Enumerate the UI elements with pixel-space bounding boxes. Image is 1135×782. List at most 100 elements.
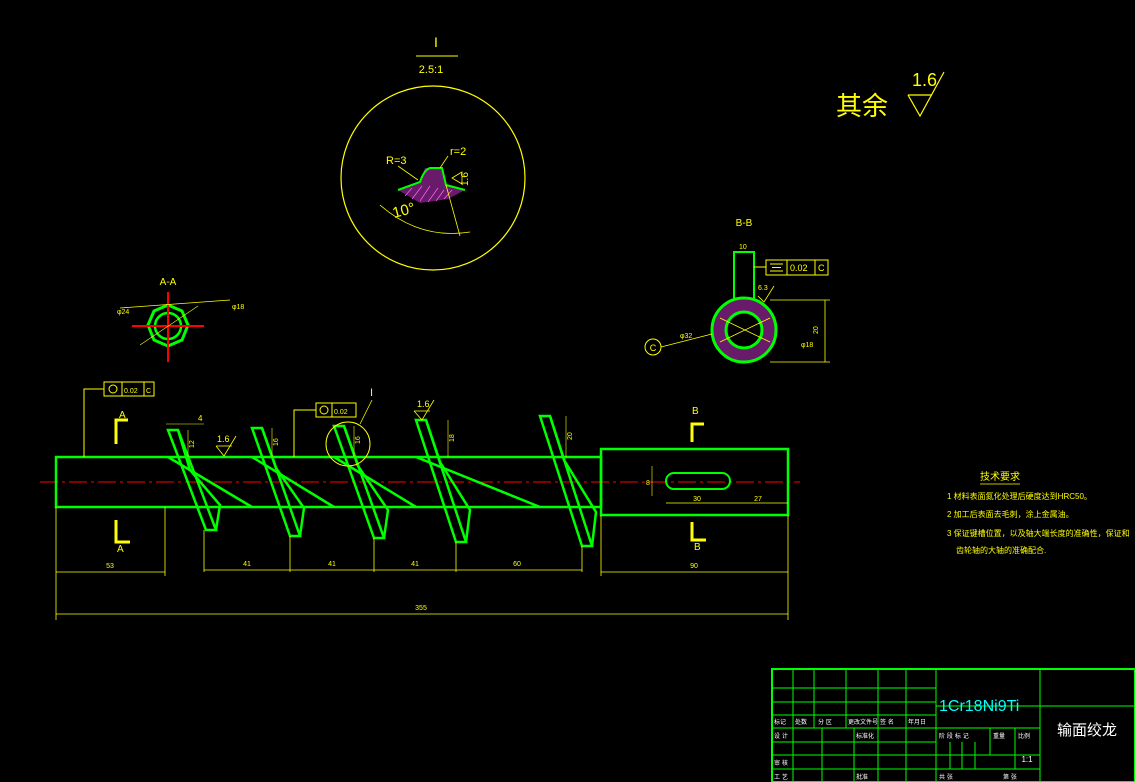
- tb-label-16: 第 张: [1003, 773, 1017, 781]
- leader-r-right: [439, 155, 449, 169]
- section-b-finish: 6.3: [758, 285, 768, 292]
- flight-height-1: 12: [189, 440, 196, 448]
- dim-41-a: 41: [243, 561, 251, 568]
- detail-circle: [340, 85, 526, 271]
- title-block-grid: [772, 669, 1135, 782]
- shaft-tol-left-leader: [83, 388, 104, 457]
- general-finish-prefix: 其余: [836, 91, 888, 121]
- detail-ref-circle: [325, 421, 371, 467]
- flight-height-5: 20: [567, 432, 574, 440]
- flight-thickness: 4: [198, 414, 203, 423]
- detail-label: I: [434, 34, 438, 50]
- tb-label-2: 处数: [795, 718, 807, 726]
- tb-label-11: 比例: [1018, 732, 1030, 740]
- tech-item-4: 齿轮轴的大轴的准确配合.: [956, 545, 1046, 555]
- section-a-a: A-A φ24 φ18: [117, 277, 244, 362]
- title-block-frame: [771, 668, 1135, 782]
- tb-label-10: 重量: [993, 732, 1005, 740]
- datum-c-leader: [660, 333, 713, 348]
- flight-height-2: 16: [273, 438, 280, 446]
- section-b-tol-datum: C: [818, 263, 825, 273]
- title-material: 1Cr18Ni9Ti: [939, 698, 1019, 715]
- flight-height-3: 16: [355, 436, 362, 444]
- section-b-dim-left: φ32: [680, 333, 692, 340]
- section-b-key: [733, 251, 755, 301]
- section-b-finish-symbol: [757, 285, 775, 303]
- datum-c-label: C: [650, 343, 657, 353]
- detail-view-i: I 2.5:1 R=3 r=2 1.6 10°: [340, 34, 526, 271]
- detail-r-left: R=3: [386, 155, 407, 167]
- section-a-dim-line2: [139, 305, 199, 346]
- circularity-icon: [108, 384, 118, 394]
- flight-height-lines: [187, 416, 567, 457]
- symmetry-icon: [770, 263, 783, 272]
- tb-label-3: 分 区: [818, 718, 832, 726]
- dimension-lines: [55, 502, 789, 620]
- title-scale: 1:1: [1021, 755, 1033, 764]
- shaft-main-view: 8 0.02 C 0.02 I A A B B 1.6 1.6: [40, 381, 800, 620]
- detail-ref-leader: [359, 399, 373, 425]
- dim-53: 53: [106, 563, 114, 570]
- tb-label-15: 共 张: [939, 773, 953, 781]
- section-b-inner: [724, 310, 764, 350]
- general-finish: 其余 1.6: [836, 70, 945, 121]
- section-a-dim-line: [119, 299, 231, 309]
- tb-label-12: 审 核: [774, 759, 788, 767]
- detail-angle-line: [445, 184, 461, 237]
- detail-r-right: r=2: [450, 146, 466, 158]
- tb-label-7: 设 计: [774, 732, 788, 740]
- shaft-finish-top-symbol: [413, 399, 435, 421]
- section-b-b: B-B 10 0.02 C 6.3 φ32 φ18 20 C: [644, 218, 830, 364]
- flight-height-4: 18: [449, 434, 456, 442]
- tb-label-6: 年月日: [908, 718, 926, 726]
- section-b-key-width: 10: [739, 244, 747, 251]
- shaft-tol-left-datum: C: [146, 388, 151, 395]
- cut-b-top-arrow: [690, 422, 704, 442]
- section-a-dim-right: φ18: [232, 304, 244, 311]
- leader-r-left: [397, 165, 419, 181]
- dim-60: 60: [513, 561, 521, 568]
- tech-requirements: 技术要求 1 材料表面氮化处理后硬度达到HRC50。 2 加工后表面去毛刺，涂上…: [947, 470, 1130, 555]
- tb-label-9: 阶 段 标 记: [939, 732, 969, 740]
- tech-item-3: 3 保证键槽位置，以及轴大端长度的准确性，保证和: [947, 528, 1130, 538]
- cut-a-bottom-arrow: [114, 520, 130, 544]
- cut-b-bottom: B: [694, 542, 701, 553]
- general-finish-value: 1.6: [912, 70, 937, 90]
- cut-a-bottom: A: [117, 544, 124, 555]
- section-a-label: A-A: [160, 277, 177, 288]
- dim-355: 355: [415, 605, 427, 612]
- tb-label-13: 工 艺: [774, 773, 788, 781]
- detail-finish-symbol: [451, 171, 463, 185]
- detail-profile: [397, 167, 466, 191]
- title-block: 1Cr18Ni9Ti 输面绞龙 1:1 标记 处数 分 区 更改文件号 签 名 …: [771, 668, 1135, 782]
- tech-title: 技术要求: [980, 470, 1020, 483]
- shaft-tol-mid-leader: [293, 409, 316, 457]
- dim-41-b: 41: [328, 561, 336, 568]
- detail-hatch-lines: [404, 185, 453, 203]
- dim-30: 30: [693, 496, 701, 503]
- title-labels: 标记 处数 分 区 更改文件号 签 名 年月日 设 计 标准化 阶 段 标 记 …: [774, 718, 1030, 781]
- shaft-finish-left-symbol: [215, 435, 237, 457]
- detail-angle: 10°: [391, 200, 417, 222]
- shaft-finish-left: 1.6: [217, 434, 230, 444]
- section-b-label: B-B: [736, 218, 753, 229]
- detail-finish: 1.6: [460, 172, 471, 186]
- cut-a-top-arrow: [114, 418, 128, 444]
- title-part-name: 输面绞龙: [1057, 721, 1117, 739]
- concentricity-icon: [319, 405, 329, 415]
- general-finish-symbol: [907, 71, 945, 118]
- shaft-flights: [166, 414, 598, 548]
- cut-b-bottom-arrow: [690, 522, 706, 542]
- section-b-dim-height: 20: [813, 326, 820, 334]
- cut-a-top: A: [119, 410, 126, 421]
- tb-label-1: 标记: [774, 718, 786, 726]
- tb-label-5: 签 名: [880, 718, 894, 726]
- tech-item-2: 2 加工后表面去毛刺，涂上金属油。: [947, 509, 1074, 519]
- dim-27: 27: [754, 496, 762, 503]
- shaft-finish-top: 1.6: [417, 399, 430, 409]
- shaft-keyway: [665, 472, 731, 490]
- shaft-tol-left-value: 0.02: [124, 388, 138, 395]
- tb-label-4: 更改文件号: [848, 718, 878, 726]
- section-b-dim2: [719, 317, 771, 343]
